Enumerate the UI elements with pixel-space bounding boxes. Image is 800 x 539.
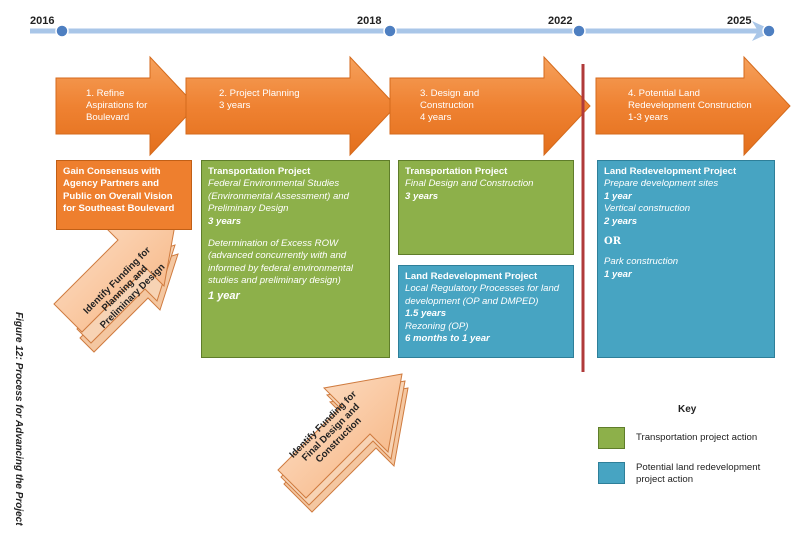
funding-arrow-2 — [277, 373, 409, 513]
phase-arrow-2 — [185, 55, 397, 157]
key-blue-swatch — [598, 462, 625, 484]
phase-arrow-1 — [55, 55, 197, 157]
phase-arrow-3 — [389, 55, 591, 157]
year-label-2016: 2016 — [30, 15, 55, 27]
year-label-2025: 2025 — [727, 15, 752, 27]
figure-caption: Figure 12: Process for Advancing the Pro… — [13, 312, 24, 526]
timeline-marker-2018 — [383, 24, 397, 38]
year-label-2022: 2022 — [548, 15, 573, 27]
key-green-swatch — [598, 427, 625, 449]
phase-arrow-4 — [595, 55, 791, 157]
key-green-label: Transportation project action — [636, 432, 758, 443]
timeline-marker-2016 — [55, 24, 69, 38]
design-transportation-box: Transportation Project Final Design and … — [398, 160, 574, 255]
timeline — [30, 21, 776, 41]
key-title: Key — [678, 404, 697, 415]
funding-arrow-1 — [53, 207, 179, 353]
year-label-2018: 2018 — [357, 15, 382, 27]
land-regulatory-box: Land Redevelopment Project Local Regulat… — [398, 265, 574, 358]
land-construction-box: Land Redevelopment Project Prepare devel… — [597, 160, 775, 358]
planning-transportation-box: Transportation Project Federal Environme… — [201, 160, 390, 358]
consensus-box: Gain Consensus with Agency Partners and … — [56, 160, 192, 230]
timeline-marker-2022 — [572, 24, 586, 38]
timeline-marker-2025 — [762, 24, 776, 38]
